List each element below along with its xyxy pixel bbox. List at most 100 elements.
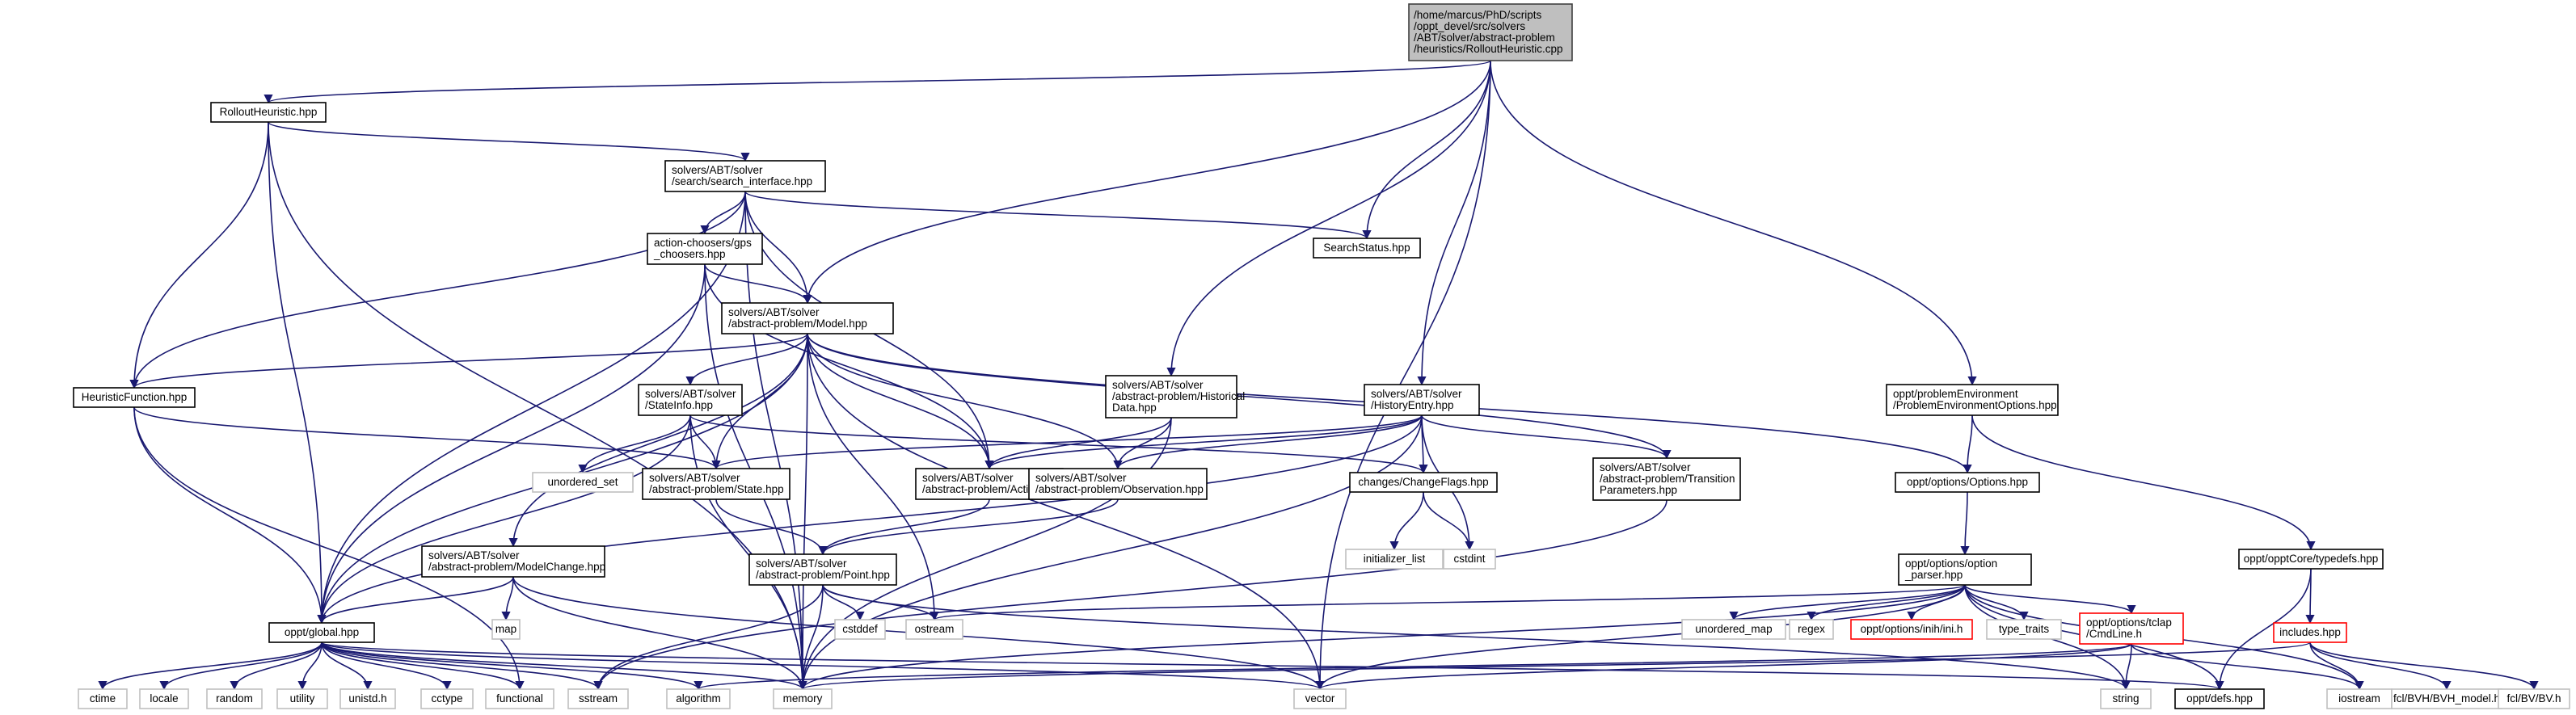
edge-historical-to-action [984, 417, 1172, 470]
node-utility: utility [276, 688, 328, 709]
node-box [642, 468, 791, 500]
edge-search_iface-to-model [744, 191, 812, 305]
node-cstdint: cstdint [1443, 549, 1496, 570]
edge-global-to-cctype [321, 641, 452, 691]
node-label-line: solvers/ABT/solver [1112, 379, 1204, 391]
node-stateinfo[interactable]: solvers/ABT/solver/StateInfo.hpp [638, 384, 743, 416]
edge-global-to-functional [321, 641, 525, 691]
node-gps[interactable]: action-choosers/gps_choosers.hpp [647, 233, 763, 265]
node-label-line: solvers/ABT/solver [1371, 388, 1462, 400]
node-box [1028, 468, 1208, 500]
edge-includes-to-bvh_model [2309, 641, 2452, 691]
edge-historical-to-observation [1113, 417, 1172, 470]
node-regex: regex [1789, 619, 1834, 640]
node-box [2326, 688, 2393, 709]
edge-model-to-ostream [807, 333, 939, 621]
node-box [210, 102, 327, 123]
node-box [2100, 688, 2152, 709]
node-locale: locale [139, 688, 189, 709]
edge-root-to-historyentry [1417, 60, 1491, 386]
node-transition[interactable]: solvers/ABT/solver/abstract-problem/Tran… [1592, 457, 1741, 501]
node-changeflags[interactable]: changes/ChangeFlags.hpp [1349, 472, 1498, 493]
node-label-line: action-choosers/gps [654, 237, 752, 249]
node-label-line: oppt/problemEnvironment [1893, 388, 2018, 400]
node-label-line: solvers/ABT/solver [645, 388, 736, 400]
edge-root-to-search_status [1362, 60, 1491, 240]
node-label-line: solvers/ABT/solver [649, 472, 740, 484]
node-box [666, 688, 731, 709]
node-cmdline[interactable]: oppt/options/tclap/CmdLine.h [2079, 612, 2184, 645]
edge-includes-to-bv [2309, 641, 2539, 691]
node-label-line: functional [496, 692, 543, 704]
edge-pe_options-to-options [1963, 414, 1973, 474]
node-search-iface[interactable]: solvers/ABT/solver/search/search_interfa… [664, 160, 826, 192]
node-modelchange[interactable]: solvers/ABT/solver/abstract-problem/Mode… [421, 545, 605, 578]
node-label-line: Parameters.hpp [1600, 484, 1677, 496]
node-label-line: solvers/ABT/solver [672, 164, 763, 176]
node-pe-options[interactable]: oppt/problemEnvironment/ProblemEnvironme… [1886, 384, 2059, 416]
edge-gps-to-global [317, 263, 706, 625]
node-option-parser[interactable]: oppt/options/option_parser.hpp [1898, 553, 2032, 586]
edge-global-to-unistd [321, 641, 373, 691]
node-state[interactable]: solvers/ABT/solver/abstract-problem/Stat… [642, 468, 791, 500]
node-includes[interactable]: includes.hpp [2273, 622, 2347, 643]
edge-options-to-option_parser [1960, 491, 1970, 556]
node-rollout[interactable]: RolloutHeuristic.hpp [210, 102, 327, 123]
node-heuristic[interactable]: HeuristicFunction.hpp [73, 387, 196, 408]
edge-global-to-algorithm [321, 641, 703, 691]
node-label-line: /HistoryEntry.hpp [1371, 399, 1454, 411]
edge-changeflags-to-initializer_list [1389, 491, 1424, 551]
edge-historyentry-to-state [711, 414, 1423, 470]
node-box [1443, 549, 1496, 570]
node-label-line: /search/search_interface.hpp [672, 175, 812, 187]
node-box [532, 472, 634, 493]
node-box [905, 619, 963, 640]
edge-includes-to-iostream [2309, 641, 2364, 691]
node-box [276, 688, 328, 709]
edge-model-to-memory [798, 333, 808, 691]
node-unordered-set: unordered_set [532, 472, 634, 493]
edge-global-to-random [230, 641, 323, 691]
node-label-line: oppt/options/option [1905, 557, 1997, 570]
edge-point-to-string [822, 584, 2131, 691]
node-root[interactable]: /home/marcus/PhD/scripts/oppt_devel/src/… [1408, 3, 1573, 61]
node-defs[interactable]: oppt/defs.hpp [2174, 688, 2265, 709]
node-box [420, 688, 474, 709]
edge-option_parser-to-unordered_map [1729, 584, 1966, 621]
node-label-line: Data.hpp [1112, 402, 1157, 414]
node-label-line: solvers/ABT/solver [428, 549, 520, 561]
node-inih[interactable]: oppt/options/inih/ini.h [1850, 619, 1973, 640]
node-label-line: oppt/opptCore/typedefs.hpp [2244, 553, 2379, 565]
node-label-line: memory [783, 692, 823, 704]
node-box [1293, 688, 1347, 709]
node-box [2498, 688, 2570, 709]
node-label-line: solvers/ABT/solver [922, 472, 1014, 484]
node-point[interactable]: solvers/ABT/solver/abstract-problem/Poin… [748, 553, 897, 586]
node-initializer-list: initializer_list [1345, 549, 1444, 570]
node-observation[interactable]: solvers/ABT/solver/abstract-problem/Obse… [1028, 468, 1208, 500]
node-box [1986, 619, 2062, 640]
edge-cmdline-to-string [2121, 643, 2132, 691]
node-bvh-model: fcl/BVH/BVH_model.h [2391, 688, 2502, 709]
node-options[interactable]: oppt/options/Options.hpp [1895, 472, 2040, 493]
node-typedefs[interactable]: oppt/opptCore/typedefs.hpp [2238, 549, 2384, 570]
edge-transition-to-sstream [593, 499, 1667, 691]
node-box [1592, 457, 1741, 501]
edge-modelchange-to-global [317, 576, 514, 625]
edge-search_iface-to-memory [744, 191, 807, 691]
node-box [748, 553, 897, 586]
node-string: string [2100, 688, 2152, 709]
node-label-line: ostream [915, 623, 955, 635]
node-historical[interactable]: solvers/ABT/solver/abstract-problem/Hist… [1105, 375, 1245, 418]
node-label-line: SearchStatus.hpp [1323, 242, 1410, 254]
node-global[interactable]: oppt/global.hpp [268, 622, 375, 643]
node-model[interactable]: solvers/ABT/solver/abstract-problem/Mode… [721, 302, 894, 334]
node-box [1105, 375, 1237, 418]
edge-global-to-memory [321, 641, 807, 691]
node-algorithm: algorithm [666, 688, 731, 709]
node-historyentry[interactable]: solvers/ABT/solver/HistoryEntry.hpp [1364, 384, 1480, 416]
node-label-line: unordered_map [1695, 623, 1772, 635]
edge-rollout-to-global [268, 121, 327, 625]
node-box [1898, 553, 2032, 586]
node-search-status[interactable]: SearchStatus.hpp [1313, 238, 1421, 259]
